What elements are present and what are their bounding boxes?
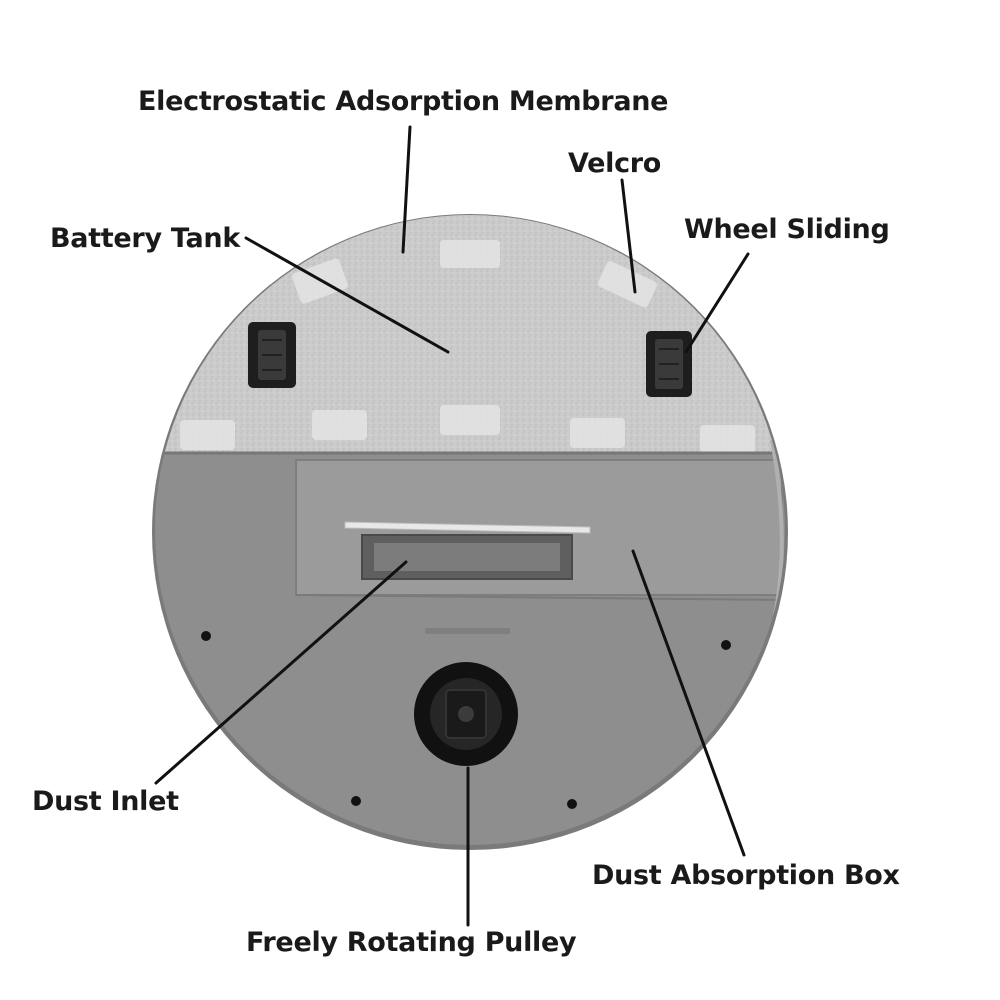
engraving-mark — [425, 628, 510, 634]
rotating-pulley — [414, 662, 518, 766]
right-wheel — [646, 331, 692, 397]
leader-membrane — [401, 125, 412, 254]
leader-wheel — [684, 252, 750, 354]
leader-box — [631, 549, 746, 857]
leader-lines — [154, 125, 750, 927]
label-wheel-sliding: Wheel Sliding — [684, 214, 890, 245]
leader-velcro — [620, 178, 637, 294]
screw-holes — [201, 631, 731, 809]
leader-battery — [244, 236, 450, 354]
label-velcro: Velcro — [568, 148, 662, 179]
dust-inlet — [344, 521, 591, 580]
velcro-patches — [180, 240, 755, 453]
label-electrostatic-adsorption-membrane: Electrostatic Adsorption Membrane — [138, 86, 669, 117]
label-freely-rotating-pulley: Freely Rotating Pulley — [246, 927, 577, 958]
left-wheel — [248, 322, 296, 388]
leader-inlet — [154, 560, 408, 785]
label-dust-absorption-box: Dust Absorption Box — [592, 860, 900, 891]
label-battery-tank: Battery Tank — [50, 223, 240, 254]
label-dust-inlet: Dust Inlet — [32, 786, 179, 817]
